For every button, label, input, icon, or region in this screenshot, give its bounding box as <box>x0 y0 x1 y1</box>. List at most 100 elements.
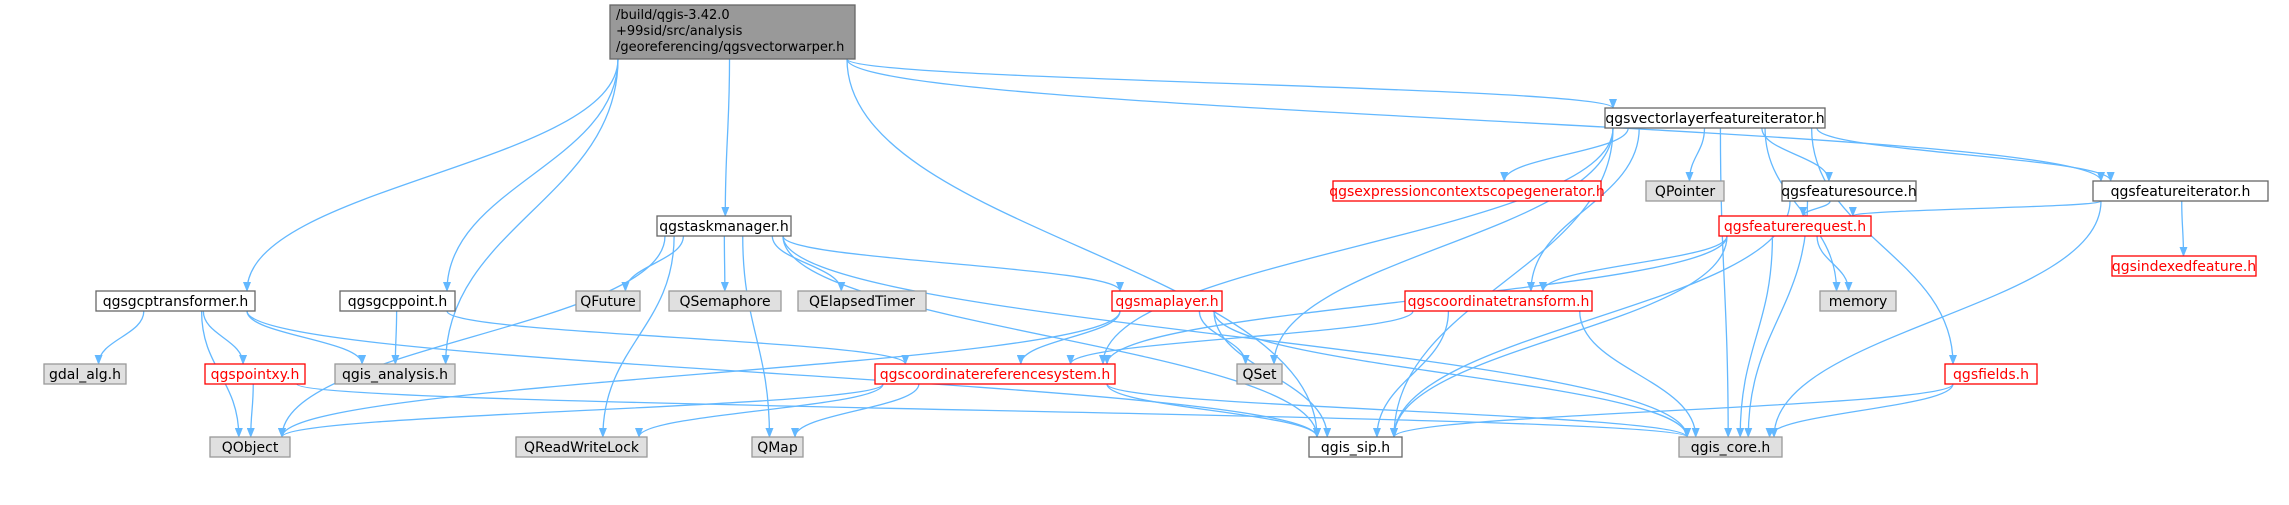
node-gdal[interactable]: gdal_alg.h <box>43 363 127 385</box>
edge-gcpt-to-gdal <box>94 310 145 365</box>
node-label-root-line-1: /build/qgis-3.42.0 <box>616 8 730 23</box>
node-label-fi: qgsfeatureiterator.h <box>2111 184 2251 200</box>
node-label-maplayer: qgsmaplayer.h <box>1115 294 1218 310</box>
node-sip[interactable]: qgis_sip.h <box>1308 436 1403 458</box>
edge-pxy-to-qobject <box>246 383 255 438</box>
node-memory[interactable]: memory <box>1819 290 1897 312</box>
edge-taskmgr-to-core <box>782 235 1691 438</box>
node-fsrc[interactable]: qgsfeaturesource.h <box>1781 180 1917 202</box>
node-box-taskmgr <box>656 215 792 237</box>
edge-taskmgr-to-qet <box>771 235 846 292</box>
node-box-qan <box>334 363 456 385</box>
edge-vlfi-to-fi <box>1816 127 2115 182</box>
node-maplayer[interactable]: qgsmaplayer.h <box>1111 290 1223 312</box>
node-pxy[interactable]: qgspointxy.h <box>204 363 306 385</box>
node-label-ct: qgscoordinatetransform.h <box>1408 294 1590 310</box>
edge-fi-to-core <box>1770 200 2102 438</box>
edge-pxy-to-core <box>296 383 1691 438</box>
node-box-qet <box>797 290 927 312</box>
node-gcpp[interactable]: qgsgcppoint.h <box>339 290 456 312</box>
node-idxf[interactable]: qgsindexedfeature.h <box>2111 255 2257 277</box>
edge-taskmgr-to-qmap <box>742 235 774 438</box>
edge-taskmgr-to-qobject <box>278 235 666 438</box>
node-box-vlfi <box>1604 107 1826 129</box>
edge-root-to-gcpt <box>243 58 619 292</box>
node-label-root-line-2: +99sid/src/analysis <box>616 24 743 39</box>
node-ecsg[interactable]: qgsexpressioncontextscopegenerator.h <box>1329 180 1605 202</box>
node-label-pxy: qgspointxy.h <box>211 367 300 383</box>
edge-fi-to-freq <box>1849 200 2102 217</box>
node-qsem[interactable]: QSemaphore <box>668 290 782 312</box>
node-label-fields: qgsfields.h <box>1953 367 2029 383</box>
node-label-memory: memory <box>1829 294 1888 310</box>
edge-gcpt-to-sip <box>246 310 1321 438</box>
node-box-fsrc <box>1781 180 1917 202</box>
node-box-freq <box>1718 215 1872 237</box>
edge-fsrc-to-freq <box>1799 200 1831 217</box>
edge-taskmgr-to-qsem <box>720 235 729 292</box>
node-label-ecsg: qgsexpressioncontextscopegenerator.h <box>1329 184 1605 200</box>
node-label-qsem: QSemaphore <box>679 294 770 310</box>
node-root[interactable]: /build/qgis-3.42.0+99sid/src/analysis/ge… <box>609 4 856 60</box>
node-box-qpointer <box>1645 180 1725 202</box>
edge-fi-to-idxf <box>2179 200 2188 257</box>
node-ct[interactable]: qgscoordinatetransform.h <box>1404 290 1593 312</box>
node-qet[interactable]: QElapsedTimer <box>797 290 927 312</box>
node-box-ecsg <box>1332 180 1602 202</box>
edge-vlfi-to-qset <box>1270 127 1614 365</box>
node-crs[interactable]: qgscoordinatereferencesystem.h <box>874 363 1116 385</box>
node-label-core: qgis_core.h <box>1691 440 1771 456</box>
node-label-idxf: qgsindexedfeature.h <box>2112 259 2256 275</box>
edge-taskmgr-to-qrwl <box>598 235 675 438</box>
node-taskmgr[interactable]: qgstaskmanager.h <box>656 215 792 237</box>
edge-root-to-taskmgr <box>721 58 731 217</box>
node-qrwl[interactable]: QReadWriteLock <box>515 436 648 458</box>
node-vlfi[interactable]: qgsvectorlayerfeatureiterator.h <box>1604 107 1826 129</box>
node-box-fields <box>1944 363 2038 385</box>
node-label-gcpt: qgsgcptransformer.h <box>103 294 249 310</box>
edge-ct-to-core <box>1579 310 1700 438</box>
edge-crs-to-qmap <box>791 383 920 438</box>
edge-crs-to-core <box>1106 383 1691 438</box>
node-label-gdal: gdal_alg.h <box>49 367 121 383</box>
node-qset[interactable]: QSet <box>1236 363 1283 385</box>
edge-freq-to-sip <box>1390 235 1728 438</box>
edge-root-to-vlfi <box>846 58 1617 109</box>
node-box-gcpt <box>95 290 256 312</box>
node-box-qsem <box>668 290 782 312</box>
node-box-maplayer <box>1111 290 1223 312</box>
node-label-taskmgr: qgstaskmanager.h <box>659 219 789 235</box>
node-qobject[interactable]: QObject <box>209 436 291 458</box>
node-box-fi <box>2092 180 2269 202</box>
node-label-qrwl: QReadWriteLock <box>524 440 640 456</box>
node-qpointer[interactable]: QPointer <box>1645 180 1725 202</box>
node-box-gdal <box>43 363 127 385</box>
edge-crs-to-qrwl <box>635 383 884 438</box>
node-label-vlfi: qgsvectorlayerfeatureiterator.h <box>1605 111 1824 127</box>
edge-vlfi-to-crs <box>1099 127 1614 365</box>
node-label-root-line-3: /georeferencing/qgsvectorwarper.h <box>616 40 844 55</box>
node-label-qset: QSet <box>1242 367 1277 383</box>
node-label-qobject: QObject <box>222 440 279 456</box>
node-box-sip <box>1308 436 1403 458</box>
edge-root-to-fi <box>846 58 2105 182</box>
edge-freq-to-memory <box>1816 235 1853 292</box>
node-fields[interactable]: qgsfields.h <box>1944 363 2038 385</box>
node-gcpt[interactable]: qgsgcptransformer.h <box>95 290 256 312</box>
edge-maplayer-to-crs <box>1016 310 1121 365</box>
node-box-qset <box>1236 363 1283 385</box>
edge-vlfi-to-qpointer <box>1685 127 1706 182</box>
node-qan[interactable]: qgis_analysis.h <box>334 363 456 385</box>
edge-crs-to-sip <box>1106 383 1321 438</box>
edge-crs-to-qobject <box>278 383 884 438</box>
node-box-core <box>1678 436 1783 458</box>
node-qmap[interactable]: QMap <box>751 436 804 458</box>
edge-gcpt-to-pxy <box>202 310 248 365</box>
node-freq[interactable]: qgsfeaturerequest.h <box>1718 215 1872 237</box>
node-box-qmap <box>751 436 804 458</box>
edge-vlfi-to-ecsg <box>1500 127 1629 182</box>
node-qfuture[interactable]: QFuture <box>575 290 641 312</box>
node-fi[interactable]: qgsfeatureiterator.h <box>2092 180 2269 202</box>
node-core[interactable]: qgis_core.h <box>1678 436 1783 458</box>
edge-ct-to-sip <box>1372 310 1450 438</box>
